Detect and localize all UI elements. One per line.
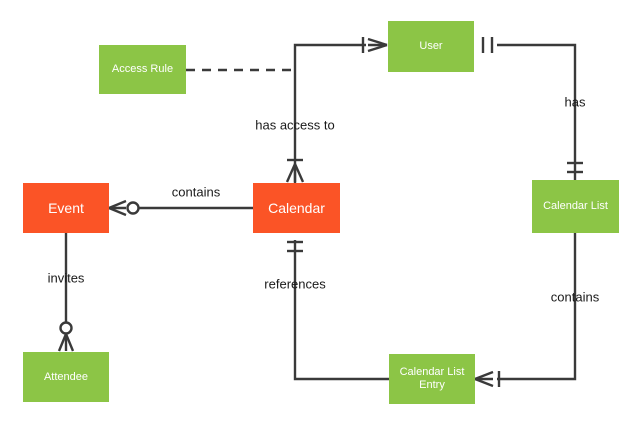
zero-circle-attendee-invites <box>59 321 73 335</box>
relationship-label-contains-list-entry: contains <box>550 289 600 305</box>
crowsfoot-attendee-invites <box>57 333 75 352</box>
entity-attendee[interactable]: Attendee <box>23 352 109 402</box>
entity-label: Calendar <box>268 199 325 216</box>
relationship-label-contains-event-calendar: contains <box>171 184 221 200</box>
entity-label: Calendar List <box>543 200 608 213</box>
connector-calendar-references-entry <box>293 240 389 381</box>
crowsfoot-entry-contains <box>474 370 494 388</box>
relationship-label-invites: invites <box>47 270 85 286</box>
connector-user-has-access-to-calendar <box>293 43 366 183</box>
relationship-label-has-access-to: has access to <box>255 117 335 133</box>
entity-label: Event <box>48 199 84 216</box>
crowsfoot-user-access <box>367 37 388 53</box>
entity-calendar[interactable]: Calendar <box>253 183 340 233</box>
entity-label: Access Rule <box>111 63 174 76</box>
relationship-label-references: references <box>264 276 326 292</box>
entity-label: Calendar List Entry <box>399 366 465 391</box>
connector-calendar-list-contains-entry <box>497 233 577 381</box>
crowsfoot-calendar-access <box>285 163 305 183</box>
relationship-label-has: has <box>564 94 586 110</box>
entity-access-rule[interactable]: Access Rule <box>99 45 186 94</box>
connector-user-has-calendar-list <box>497 43 577 180</box>
entity-label: User <box>419 40 443 53</box>
entity-calendar-list-entry[interactable]: Calendar List Entry <box>389 354 475 404</box>
entity-user[interactable]: User <box>388 21 474 72</box>
crowsfoot-event-contains <box>108 199 127 217</box>
entity-label: Attendee <box>43 370 89 383</box>
entity-calendar-list[interactable]: Calendar List <box>532 180 619 233</box>
zero-circle-event-contains <box>126 201 140 215</box>
entity-event[interactable]: Event <box>23 183 109 233</box>
